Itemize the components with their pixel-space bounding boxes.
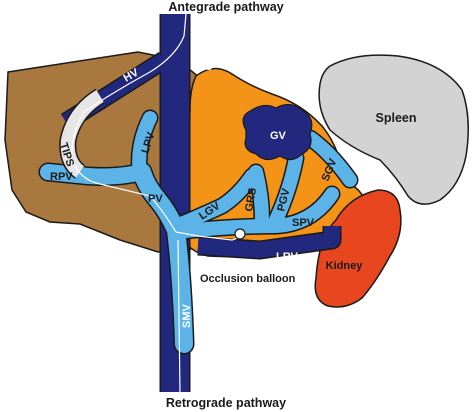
tips-stent xyxy=(60,90,104,178)
smv-pv-trunk xyxy=(133,163,193,353)
pgv-label: PGV xyxy=(275,187,292,213)
lpv-vein xyxy=(132,111,157,181)
lrv-label: LRV xyxy=(276,251,298,263)
sgv-vein xyxy=(303,131,357,187)
retrograde-title: Retrograde pathway xyxy=(166,396,286,410)
smv-label: SMV xyxy=(181,304,193,329)
grs-label: GRS xyxy=(243,187,259,213)
antegrade-title: Antegrade pathway xyxy=(168,0,283,14)
left-renal-vein xyxy=(197,226,340,258)
gv-label: GV xyxy=(270,130,287,142)
occlusion-balloon xyxy=(234,228,246,240)
occlusion-balloon-label: Occlusion balloon xyxy=(200,273,296,285)
rpv-label: RPV xyxy=(50,171,73,183)
spv-label: SPV xyxy=(292,217,315,229)
gastric-varices xyxy=(242,103,313,161)
pv-label: PV xyxy=(148,193,163,205)
guidewire xyxy=(71,13,241,393)
lgv-vein xyxy=(169,169,259,233)
spleen-shape xyxy=(318,54,469,205)
spleen-label: Spleen xyxy=(376,111,417,125)
grs-vein xyxy=(249,165,269,227)
kidney-label: Kidney xyxy=(326,260,364,272)
pgv-vein xyxy=(269,151,303,227)
ivc-label: IVC xyxy=(194,61,212,73)
